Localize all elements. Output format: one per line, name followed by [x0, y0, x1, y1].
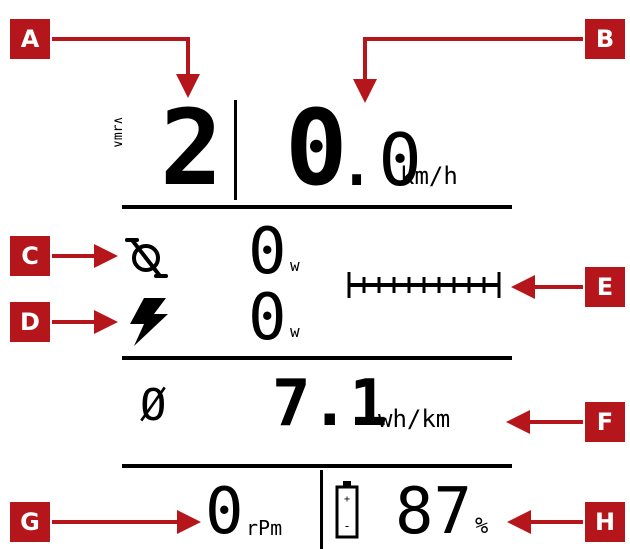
power-bar-tick [362, 277, 366, 293]
power-bar-graph [347, 272, 501, 298]
cadence-value: 0 [205, 475, 244, 549]
speed-decimal: .0 [335, 118, 422, 202]
arrow-a [52, 37, 200, 98]
callout-a: A [10, 19, 50, 59]
divider-1 [122, 205, 512, 209]
assist-level-digit: 2 [160, 87, 223, 209]
power-bar-tick [467, 277, 471, 293]
power-bar-tick [437, 277, 441, 293]
power-bar-tick [377, 277, 381, 293]
power-bar-tick [347, 272, 351, 298]
callout-c: C [10, 236, 50, 276]
rider-power-value: 0 [248, 215, 287, 289]
speed-integer: 0 [285, 87, 348, 209]
power-bar-tick [422, 277, 426, 293]
motor-power-unit: w [290, 322, 300, 341]
callout-h: H [585, 502, 625, 542]
divider-2 [122, 356, 512, 360]
battery-value: 87 [395, 475, 473, 549]
power-bar-tick [482, 277, 486, 293]
svg-text:+: + [344, 494, 350, 505]
lightning-icon [130, 298, 168, 346]
power-bar-tick [407, 277, 411, 293]
battery-unit: % [475, 514, 489, 539]
cadence-icon [125, 238, 168, 278]
divider-vertical-bottom [320, 470, 323, 549]
callout-d: D [10, 302, 50, 342]
power-bar-tick [392, 277, 396, 293]
divider-3 [122, 464, 512, 468]
motor-power-value: 0 [248, 281, 287, 355]
callout-e: E [585, 267, 625, 307]
callout-g: G [10, 502, 50, 542]
assist-mode-label: ∨mr∧ [111, 116, 126, 148]
consumption-symbol: Ø [140, 380, 167, 431]
callout-f: F [585, 402, 625, 442]
divider-vertical-top [234, 100, 237, 200]
svg-text:-: - [343, 519, 350, 533]
consumption-unit: wh/km [378, 405, 451, 433]
battery-icon: + - [335, 481, 359, 539]
speed-unit: km/h [400, 162, 458, 190]
callout-b: B [585, 19, 625, 59]
cadence-unit: rPm [246, 516, 283, 540]
power-bar-tick [497, 272, 501, 298]
power-bar-tick [452, 277, 456, 293]
arrow-b [353, 37, 583, 103]
consumption-value: 7.1 [272, 367, 388, 441]
rider-power-unit: w [290, 256, 300, 275]
